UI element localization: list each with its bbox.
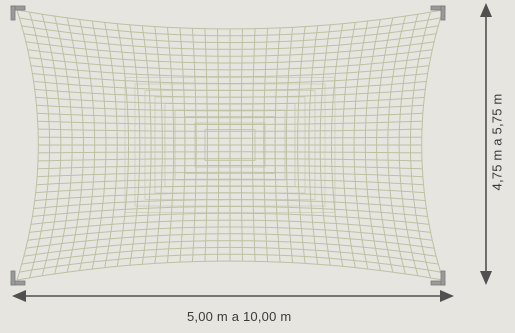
mesh-line-vertical	[240, 28, 243, 262]
mesh-line-vertical	[387, 15, 406, 275]
mesh-line-horizontal	[23, 240, 437, 257]
mesh-center-frame	[144, 90, 316, 200]
mesh-line-horizontal	[37, 158, 423, 162]
mesh-line-vertical	[297, 26, 306, 264]
mesh-line-vertical	[308, 25, 319, 265]
corner-fitting-top-right	[430, 5, 446, 21]
mesh-center-frame	[124, 77, 336, 213]
mesh-line-vertical	[409, 12, 431, 278]
mesh-center-frame	[154, 96, 306, 194]
width-dimension-arrow	[12, 290, 454, 302]
mesh-line-horizontal	[36, 178, 424, 186]
mesh-line-horizontal	[21, 246, 439, 265]
mesh-line-horizontal	[19, 253, 441, 273]
mesh-line-horizontal	[37, 171, 423, 178]
mesh-line-horizontal	[38, 151, 422, 154]
mesh-line-horizontal	[35, 185, 425, 194]
mesh-center-frame	[184, 116, 276, 174]
mesh-line-horizontal	[29, 219, 431, 233]
mesh-line-vertical	[376, 17, 394, 273]
mesh-line-vertical	[263, 28, 269, 262]
height-dimension-arrow	[480, 3, 492, 285]
mesh-center-frame	[204, 129, 256, 161]
mesh-line-vertical	[285, 27, 294, 263]
mesh-line-vertical	[319, 24, 331, 266]
corner-fitting-top-left	[10, 5, 26, 21]
mesh-line-horizontal	[27, 226, 433, 241]
corner-fittings	[10, 5, 446, 286]
mesh-line-vertical	[342, 22, 356, 268]
mesh-line-horizontal	[30, 212, 430, 225]
height-dimension-label: 4,75 m a 5,75 m	[489, 93, 505, 191]
width-dimension-label: 5,00 m a 10,00 m	[187, 309, 292, 324]
mesh-line-vertical	[364, 19, 381, 271]
mesh-line-vertical	[421, 9, 444, 281]
mesh-line-horizontal	[25, 233, 435, 249]
corner-fitting-bottom-right	[430, 270, 446, 286]
mesh-center-frame	[164, 103, 296, 187]
mesh-line-horizontal	[16, 260, 444, 281]
mesh-center-frame	[194, 122, 266, 168]
mesh-line-horizontal	[37, 165, 423, 170]
corner-fitting-bottom-left	[10, 270, 26, 286]
mesh-line-vertical	[331, 23, 344, 267]
mesh-center-frame	[174, 109, 286, 181]
mesh-center-frame	[134, 83, 326, 207]
mesh-line-vertical	[252, 28, 256, 262]
mesh-line-horizontal	[32, 206, 428, 217]
shade-net-mesh	[16, 9, 444, 281]
mesh-line-vertical	[353, 20, 369, 270]
mesh-line-vertical	[398, 14, 419, 276]
